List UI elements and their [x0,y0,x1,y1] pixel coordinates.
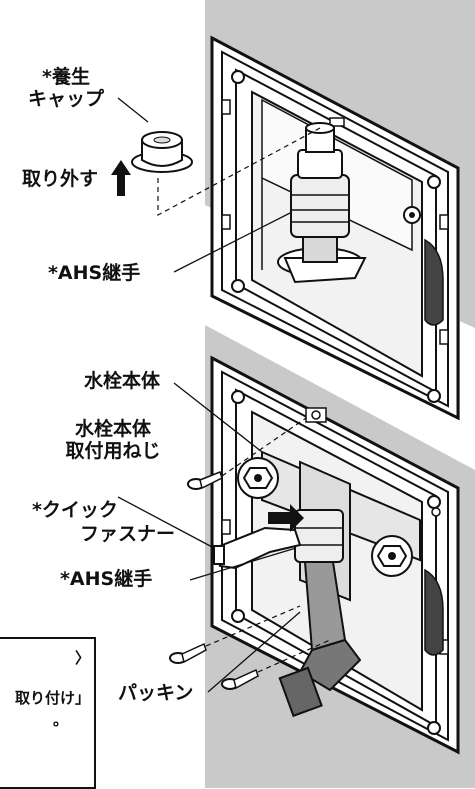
faucet-body-label: 水栓本体 [84,370,161,392]
quick-fastener [213,504,304,570]
cap-label-line-1: *養生 [42,66,90,88]
ahs-joint-top-label: *AHS継手 [48,262,141,284]
bottom-ahs-joint [278,509,362,718]
quick-fastener-label-line-2: ファスナー [80,523,176,545]
screw-label-line-1: 水栓本体 [74,418,151,440]
note-line-3: 。 [52,711,68,729]
quick-fastener-label: *クイック ファスナー [32,498,175,546]
screw-label-line-2: 取付用ねじ [65,440,161,462]
packing-label: パッキン [118,682,194,704]
cap-label: *養生 キャップ [2,66,130,110]
caution-note-box: 〉 取り付け」 。 [0,637,96,789]
quick-fastener-label-line-1: *クイック [32,499,118,521]
note-line-1: 〉 [74,649,90,667]
packing-screw-icon [169,642,259,690]
curing-cap [131,131,193,173]
note-line-2: 取り付け」 [14,689,90,707]
mounting-screw-icon [187,471,223,490]
remove-label: 取り外す [22,168,99,190]
screw-label: 水栓本体 取付用ねじ [44,418,182,462]
cap-label-line-2: キャップ [27,88,104,110]
top-ahs-joint [277,122,367,284]
up-arrow-icon [111,160,131,196]
ahs-joint-bottom-label: *AHS継手 [60,568,153,590]
